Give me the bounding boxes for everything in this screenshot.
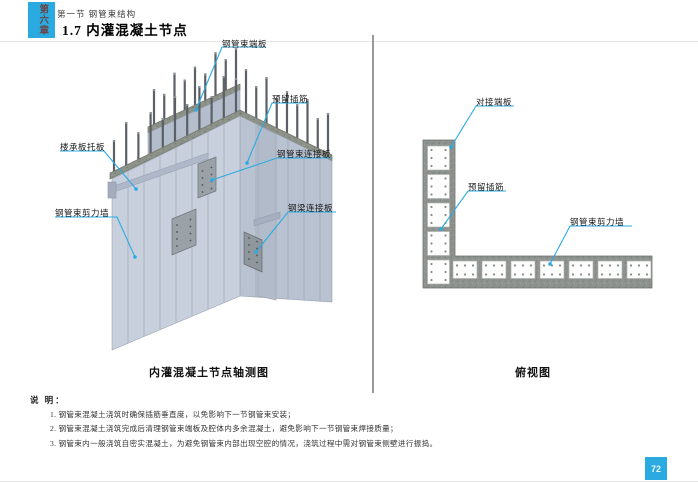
rebar-rods-front [112,76,238,174]
label-butt-plate: 对接端板 [476,97,513,107]
notes-section: 说 明： 1. 钢管束混凝土浇筑时确保插筋垂直度，以免影响下一节钢管束安装； 2… [30,394,670,449]
label-end-plate: 钢管束端板 [222,39,268,49]
label-plan-rebar: 预留插筋 [468,182,505,192]
chapter-tab: 第六章 [28,2,55,38]
label-rebar: 预留插筋 [272,94,309,104]
note-item-3: 3. 钢管束内一般浇筑自密实混凝土，为避免钢管束内部出现空腔的情况，浇筑过程中需… [50,438,438,448]
edge-column-step [253,211,281,227]
page-title: 1.7 内灌混凝土节点 [62,23,188,38]
header-rule [0,41,698,42]
leader-lines-axon [55,46,336,258]
notes-heading: 说 明： [30,395,66,405]
leader-dots-axon [133,108,258,259]
label-plan-shear-wall: 钢管束剪力墙 [570,217,625,227]
label-shear-wall: 钢管束剪力墙 [55,208,110,218]
leader-lines-plan [440,105,632,265]
edge-column [257,124,277,301]
tube-cells [427,145,652,285]
plan-figure [422,105,653,289]
leader-dots-plan [439,145,552,266]
label-beam-plate: 钢梁连接板 [288,203,334,213]
deck-ledge-end-plate [107,181,117,199]
axonometric-figure [55,46,336,351]
section-label: 第一节 钢管束结构 [57,9,137,19]
page-number-badge: 72 [645,457,667,480]
note-item-1: 1. 钢管束混凝土浇筑时确保插筋垂直度，以免影响下一节钢管束安装； [50,410,296,420]
figure-divider [372,35,374,393]
beam-connection-plate [243,231,263,273]
bundle-connection-plate-lower [171,208,197,256]
axon-caption: 内灌混凝土节点轴测图 [149,367,269,379]
note-item-2: 2. 钢管束混凝土浇筑完成后清理钢管束端板及腔体内多余混凝土，避免影响下一节钢管… [50,424,398,434]
footer-rule [0,481,698,482]
bundle-connection-plate [197,156,217,199]
plan-caption: 俯视图 [515,367,551,379]
label-bundle-plate: 钢管束连接板 [277,149,332,159]
label-deck-ledge: 楼承板托板 [60,142,106,152]
